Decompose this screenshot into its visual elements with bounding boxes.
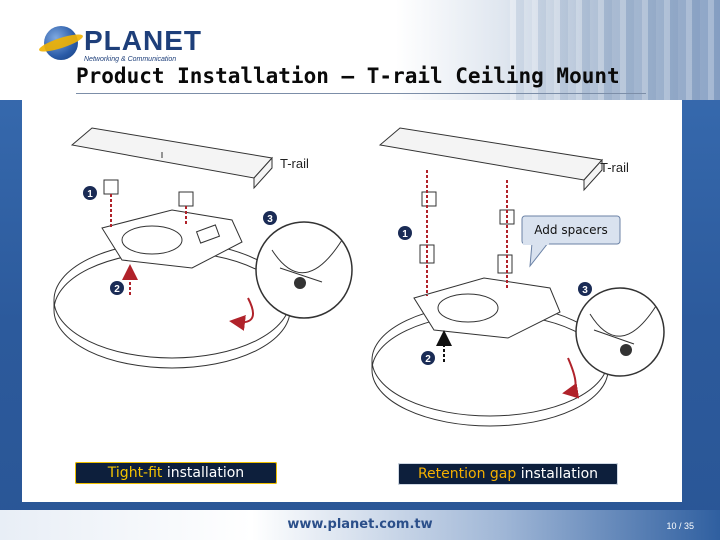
- left-rotate-arrow: [229, 297, 255, 331]
- right-step-2-badge: [421, 351, 435, 365]
- right-step-1: 1: [402, 229, 408, 240]
- right-detail-zoom: [575, 287, 665, 377]
- right-rotate-arrow: [562, 357, 580, 399]
- right-rail-label: T-rail: [600, 160, 629, 175]
- retention-gap-rest: installation: [516, 466, 599, 482]
- add-spacers-callout: Add spacers: [521, 215, 621, 268]
- left-clip-a: [103, 179, 119, 195]
- server-rack-graphic: [510, 0, 720, 100]
- planet-globe-icon: [44, 26, 78, 60]
- tight-fit-rest: installation: [162, 465, 245, 481]
- left-step-2: 2: [114, 284, 120, 295]
- retention-gap-label: Retention gap installation: [398, 463, 618, 485]
- right-step-1-badge: [398, 226, 412, 240]
- content-panel: T-rail: [22, 100, 682, 502]
- right-step-2: 2: [425, 354, 431, 365]
- left-clip-b: [178, 191, 194, 207]
- left-diagram: T-rail: [53, 127, 353, 369]
- left-detail-zoom: [255, 221, 353, 319]
- right-t-rail: [378, 127, 603, 192]
- installation-diagram: T-rail: [53, 127, 665, 427]
- tight-fit-label: Tight-fit installation: [75, 462, 277, 484]
- right-diagram: T-rail: [371, 127, 665, 427]
- planet-logo: PLANET Networking & Communication: [44, 26, 244, 64]
- left-rail-label: T-rail: [280, 156, 309, 171]
- page-title: Product Installation – T-rail Ceiling Mo…: [76, 64, 620, 88]
- right-spacer-b: [497, 254, 513, 274]
- left-bracket: [101, 209, 243, 269]
- right-bracket: [413, 277, 561, 339]
- header-bar: PLANET Networking & Communication Produc…: [0, 0, 720, 100]
- callout-text: Add spacers: [534, 223, 607, 237]
- logo-wordmark: PLANET: [84, 25, 202, 56]
- left-step-1-badge: [83, 186, 97, 200]
- footer-bar: [0, 510, 720, 540]
- retention-gap-keyword: Retention gap: [417, 466, 517, 482]
- left-step-3-badge: [263, 211, 277, 225]
- right-clip-a: [421, 191, 437, 207]
- left-t-rail: [70, 127, 273, 190]
- tight-fit-keyword: Tight-fit: [107, 465, 163, 481]
- left-step-3: 3: [267, 214, 273, 225]
- footer-url: www.planet.com.tw: [287, 517, 433, 532]
- right-step-3: 3: [582, 285, 588, 296]
- left-step-2-badge: [110, 281, 124, 295]
- right-step-3-badge: [578, 282, 592, 296]
- page-number: 10 / 35: [666, 521, 694, 531]
- logo-tagline: Networking & Communication: [84, 56, 177, 63]
- title-divider: [76, 93, 646, 94]
- left-step-1: 1: [87, 189, 93, 200]
